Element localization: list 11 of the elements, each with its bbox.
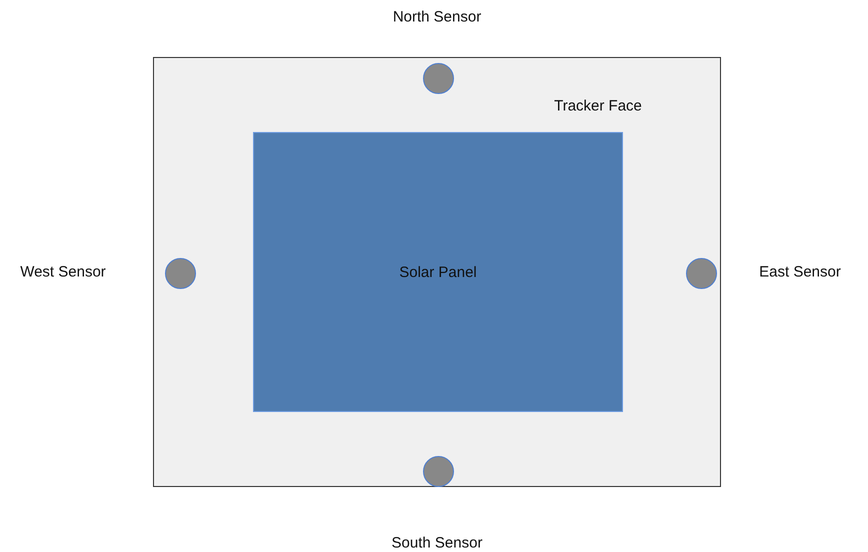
sensor-circle [423, 63, 454, 94]
sensor-label: East Sensor [759, 264, 841, 280]
sensor-label: North Sensor [392, 8, 482, 26]
sensor-label: South Sensor [392, 534, 482, 552]
sensor-circle [165, 258, 196, 289]
solar-panel: Solar Panel [253, 132, 623, 412]
tracker-face-frame [153, 57, 721, 487]
sensor-circle [423, 456, 454, 487]
sensor-circle [686, 258, 717, 289]
frame-heading: Tracker Face [554, 98, 642, 114]
sensor-label: West Sensor [20, 264, 106, 280]
